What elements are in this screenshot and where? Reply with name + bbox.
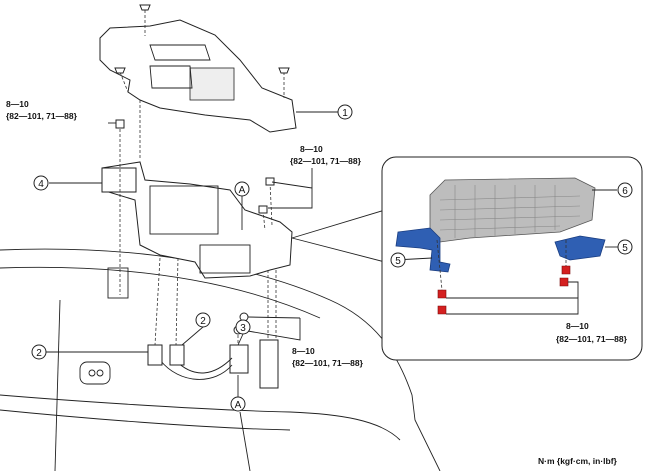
svg-text:A: A bbox=[239, 185, 246, 196]
bracket-left bbox=[395, 227, 451, 273]
main-unit-bracket bbox=[101, 167, 137, 193]
torque-upper-right-value: 8—10 bbox=[300, 144, 323, 154]
units-note: N·m {kgf·cm, in·lbf} bbox=[538, 456, 618, 466]
red-bolt-3 bbox=[561, 265, 571, 275]
bolt-right-a bbox=[265, 177, 275, 186]
torque-lower-center-value: 8—10 bbox=[292, 346, 315, 356]
bolt-left-cover bbox=[114, 67, 126, 74]
bolt-right-b bbox=[258, 205, 268, 214]
vehicle-body-outline bbox=[0, 248, 441, 471]
red-bolt-4 bbox=[559, 277, 569, 287]
red-bolt-1 bbox=[437, 289, 447, 299]
connector-2a bbox=[147, 344, 163, 366]
callout-2-left: 2 bbox=[31, 344, 47, 360]
body-hole bbox=[79, 361, 111, 385]
upper-cover bbox=[99, 19, 297, 133]
torque-left-value: 8—10 bbox=[6, 99, 29, 109]
bolt-top bbox=[139, 4, 151, 11]
svg-text:6: 6 bbox=[622, 186, 628, 197]
callout-5-right: 5 bbox=[617, 239, 633, 255]
torque-leaders bbox=[108, 122, 313, 341]
torque-upper-right-unit: {82—101, 71—88} bbox=[290, 156, 362, 166]
connector-2b bbox=[169, 344, 185, 366]
svg-text:3: 3 bbox=[240, 323, 246, 334]
svg-text:1: 1 bbox=[342, 108, 348, 119]
torque-left-unit: {82—101, 71—88} bbox=[6, 111, 78, 121]
svg-text:5: 5 bbox=[622, 243, 628, 254]
mount-plate bbox=[259, 339, 279, 389]
svg-text:5: 5 bbox=[395, 256, 401, 267]
svg-text:2: 2 bbox=[200, 316, 206, 327]
callout-2-right: 2 bbox=[195, 312, 211, 328]
callout-3: 3 bbox=[235, 319, 251, 335]
cover-vent-grille bbox=[189, 67, 235, 101]
harness-connector bbox=[147, 339, 279, 389]
main-unit bbox=[101, 161, 293, 279]
bolt-right-cover bbox=[278, 67, 290, 74]
callout-5-left: 5 bbox=[390, 252, 406, 268]
svg-text:2: 2 bbox=[36, 348, 42, 359]
torque-detail-value: 8—10 bbox=[566, 321, 589, 331]
svg-text:A: A bbox=[235, 400, 242, 411]
body-bracket-slot bbox=[107, 267, 129, 299]
bolt-left bbox=[115, 119, 125, 129]
callout-4: 4 bbox=[33, 175, 49, 191]
callout-1: 1 bbox=[337, 104, 353, 120]
torque-lower-center-unit: {82—101, 71—88} bbox=[292, 358, 364, 368]
bolts bbox=[114, 4, 290, 335]
torque-detail-unit: {82—101, 71—88} bbox=[556, 334, 628, 344]
red-bolt-2 bbox=[437, 305, 447, 315]
reference-a-top: A bbox=[234, 181, 250, 197]
reference-a-bottom: A bbox=[230, 396, 246, 412]
svg-text:4: 4 bbox=[38, 179, 44, 190]
callout-leaders bbox=[46, 111, 386, 397]
detail-view bbox=[381, 156, 643, 361]
bracket-right bbox=[554, 235, 606, 261]
callout-6: 6 bbox=[617, 182, 633, 198]
